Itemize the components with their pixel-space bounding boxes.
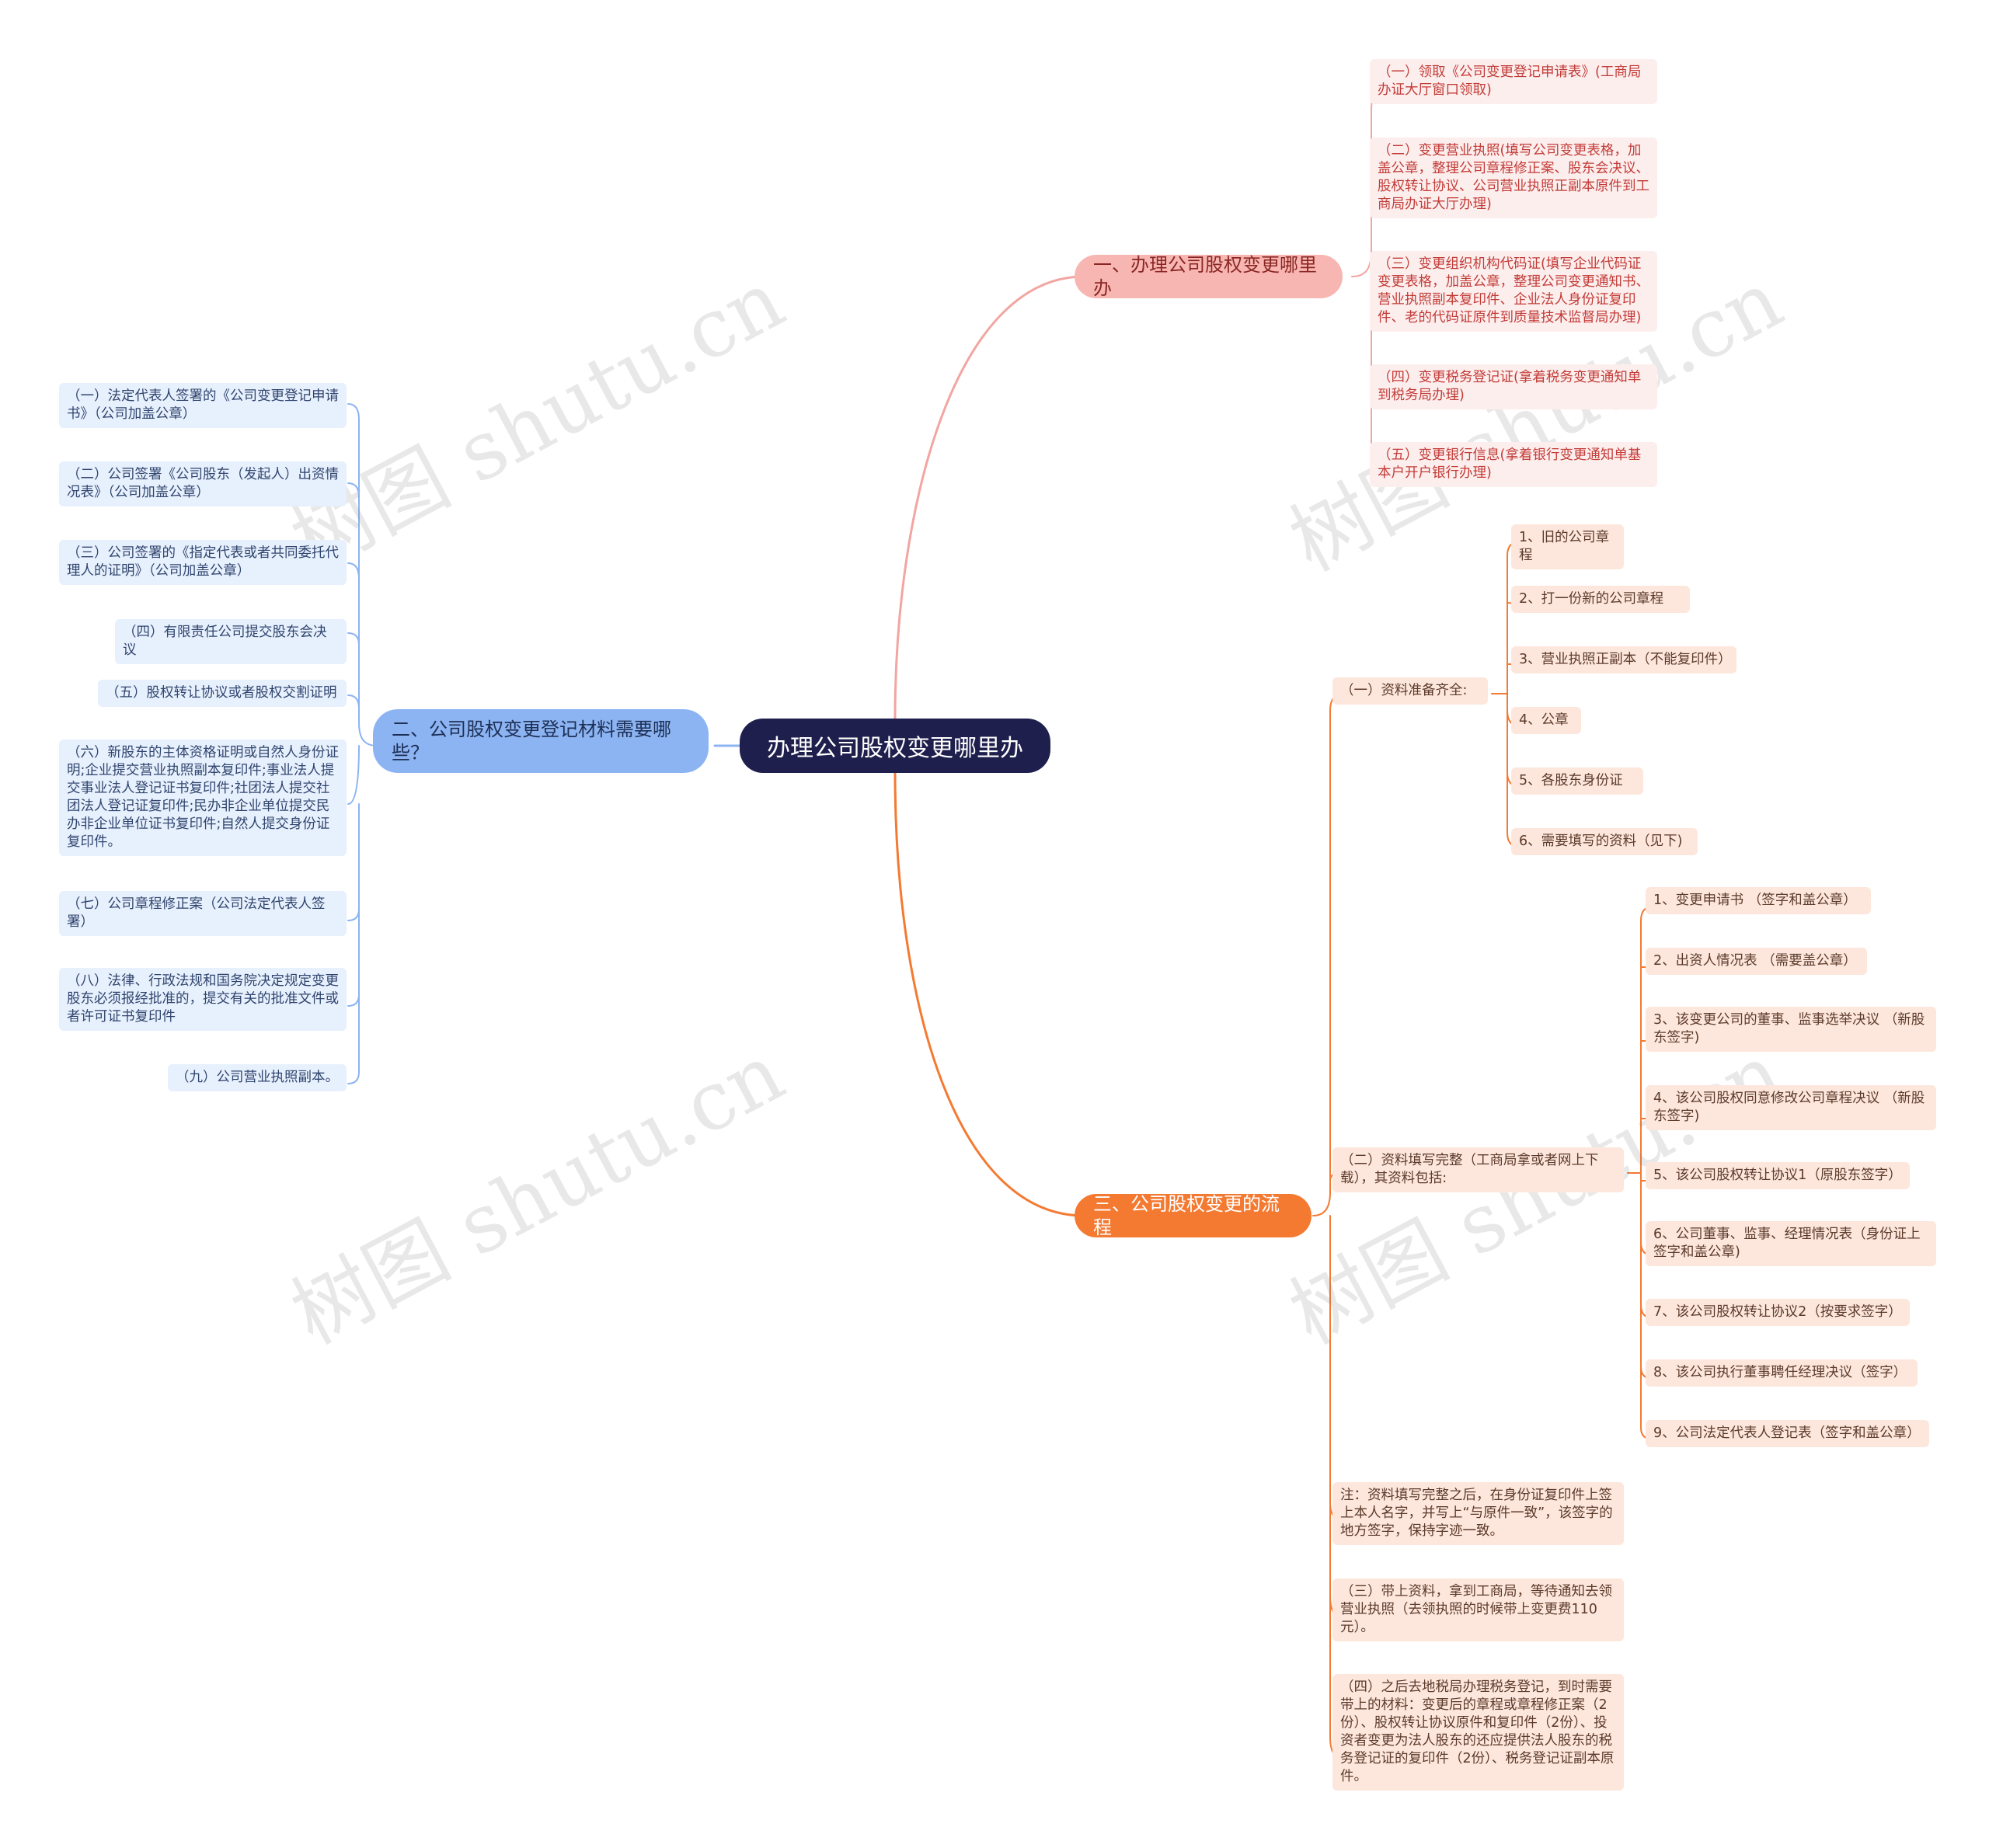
step-2-item[interactable]: 3、该变更公司的董事、监事选举决议 （新股东签字) <box>1646 1007 1936 1052</box>
branch-2-node[interactable]: 二、公司股权变更登记材料需要哪些？ <box>373 709 709 773</box>
step-4-node[interactable]: （四）之后去地税局办理税务登记，到时需要带上的材料：变更后的章程或章程修正案（2… <box>1332 1674 1624 1791</box>
step-1-item[interactable]: 3、营业执照正副本（不能复印件） <box>1511 646 1736 673</box>
branch-2-item[interactable]: （三）公司签署的《指定代表或者共同委托代理人的证明》（公司加盖公章） <box>59 540 347 585</box>
root-node[interactable]: 办理公司股权变更哪里办 <box>740 719 1050 773</box>
branch-1-item[interactable]: （一）领取《公司变更登记申请表》(工商局办证大厅窗口领取) <box>1370 59 1657 104</box>
branch-1-node[interactable]: 一、办理公司股权变更哪里办 <box>1075 254 1343 299</box>
step-1-item[interactable]: 2、打一份新的公司章程 <box>1511 586 1690 613</box>
branch-1-item[interactable]: （二）变更营业执照(填写公司变更表格，加盖公章，整理公司章程修正案、股东会决议、… <box>1370 137 1657 218</box>
step-2-item[interactable]: 5、该公司股权转让协议1（原股东签字） <box>1646 1162 1910 1189</box>
step-1-item[interactable]: 4、公章 <box>1511 707 1581 734</box>
step-3-node[interactable]: （三）带上资料，拿到工商局，等待通知去领营业执照（去领执照的时候带上变更费110… <box>1332 1578 1624 1641</box>
step-2-item[interactable]: 4、该公司股权同意修改公司章程决议 （新股东签字) <box>1646 1085 1936 1130</box>
step-2-item[interactable]: 1、变更申请书 （签字和盖公章） <box>1646 887 1871 914</box>
branch-2-item[interactable]: （八）法律、行政法规和国务院决定规定变更股东必须报经批准的，提交有关的批准文件或… <box>59 968 347 1031</box>
step-1-item[interactable]: 1、旧的公司章程 <box>1511 524 1624 569</box>
branch-2-item[interactable]: （四）有限责任公司提交股东会决议 <box>115 619 347 664</box>
step-2-node[interactable]: （二）资料填写完整（工商局拿或者网上下载），其资料包括: <box>1332 1147 1624 1192</box>
branch-1-item[interactable]: （五）变更银行信息(拿着银行变更通知单基本户开户银行办理) <box>1370 442 1657 487</box>
branch-1-item[interactable]: （三）变更组织机构代码证(填写企业代码证变更表格，加盖公章，整理公司变更通知书、… <box>1370 251 1657 332</box>
branch-1-item[interactable]: （四）变更税务登记证(拿着税务变更通知单到税务局办理) <box>1370 364 1657 409</box>
branch-2-item[interactable]: （二）公司签署《公司股东（发起人）出资情况表》（公司加盖公章） <box>59 461 347 506</box>
step-2-item[interactable]: 9、公司法定代表人登记表（签字和盖公章） <box>1646 1420 1929 1447</box>
step-2-item[interactable]: 6、公司董事、监事、经理情况表（身份证上签字和盖公章) <box>1646 1221 1936 1266</box>
branch-2-item[interactable]: （九）公司营业执照副本。 <box>168 1064 347 1091</box>
branch-2-item[interactable]: （一）法定代表人签署的《公司变更登记申请书》（公司加盖公章） <box>59 383 347 428</box>
note-node[interactable]: 注：资料填写完整之后，在身份证复印件上签上本人名字，并写上“与原件一致”，该签字… <box>1332 1482 1624 1545</box>
branch-2-item[interactable]: （五）股权转让协议或者股权交割证明 <box>98 680 347 707</box>
branch-2-item[interactable]: （七）公司章程修正案（公司法定代表人签署） <box>59 891 347 936</box>
branch-2-item[interactable]: （六）新股东的主体资格证明或自然人身份证明;企业提交营业执照副本复印件;事业法人… <box>59 740 347 856</box>
step-1-item[interactable]: 5、各股东身份证 <box>1511 767 1643 795</box>
step-1-node[interactable]: （一）资料准备齐全: <box>1332 677 1488 705</box>
step-2-item[interactable]: 2、出资人情况表 （需要盖公章） <box>1646 948 1867 975</box>
step-2-item[interactable]: 8、该公司执行董事聘任经理决议（签字） <box>1646 1359 1918 1387</box>
step-1-item[interactable]: 6、需要填写的资料（见下) <box>1511 828 1698 855</box>
step-2-item[interactable]: 7、该公司股权转让协议2（按要求签字） <box>1646 1299 1910 1326</box>
branch-3-node[interactable]: 三、公司股权变更的流程 <box>1075 1193 1311 1238</box>
